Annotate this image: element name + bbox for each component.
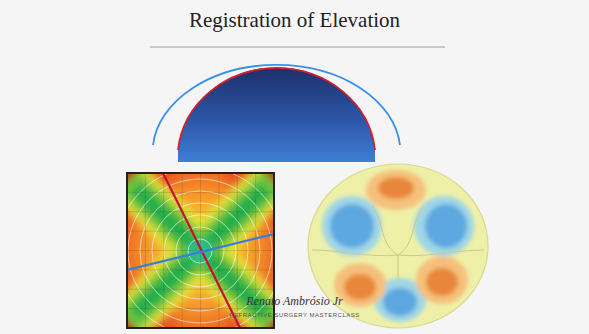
grid-line — [127, 269, 274, 270]
cornea-dome — [178, 67, 375, 162]
meridian-line — [163, 173, 240, 328]
title-rule — [150, 47, 445, 48]
reference-arc — [153, 65, 400, 145]
grid-line — [127, 308, 274, 309]
author-signature: Renato Ambrósio Jr — [0, 294, 589, 309]
grid-line — [127, 289, 274, 290]
surface-arc — [178, 68, 375, 150]
meridian-line — [127, 234, 274, 270]
slide-title: Registration of Elevation — [0, 8, 589, 33]
grid-line — [237, 173, 238, 328]
course-name: REFRACTIVE SURGERY MASTERCLASS — [0, 312, 589, 318]
grid-line — [218, 173, 219, 328]
